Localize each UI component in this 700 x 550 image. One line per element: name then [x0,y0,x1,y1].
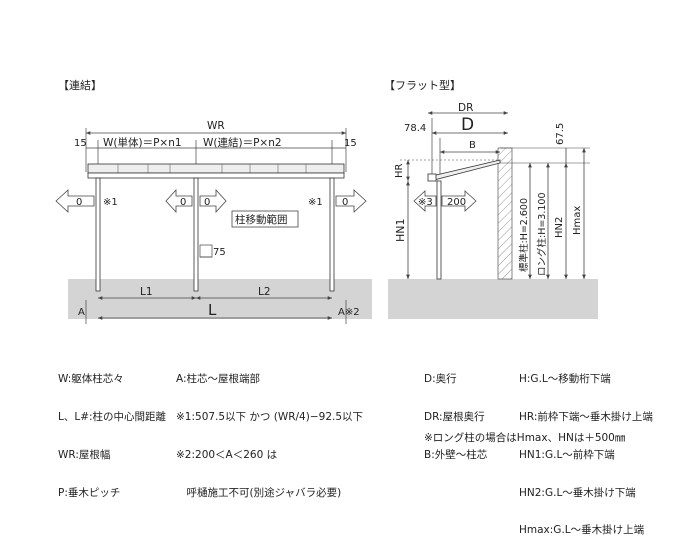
legend-item: H:G.L～移動桁下端 [519,373,611,386]
note-1-right: ※1 [308,197,323,208]
move-arrow-mid-left [165,188,193,214]
move-range-label: 柱移動範囲 [235,213,288,226]
arrow-mid-right-value: 0 [204,197,210,208]
dr-label: DR [458,102,473,114]
legend-item: ※1:507.5以下 かつ (WR/4)−92.5以下 [176,410,364,423]
flat-section-title: 【フラット型】 [384,78,461,92]
hn2-label: HN2 [554,217,565,238]
legend-item: 呼樋施工不可(別途ジャバラ必要) [176,486,342,499]
front-gutter [427,173,437,182]
arrow-right-value: 0 [342,197,348,208]
hn1-label: HN1 [394,219,407,243]
linked-front-view: 【連結】 WR 15 15 W(単体)＝P×n1 W(連結)＝P×n2 [55,78,372,324]
long-post-label: ロング柱:H=3.100 [536,192,548,276]
legend-item: WR:屋根幅 [58,448,111,461]
flat-side-view: 【フラット型】 DR D 78.4 B HR HN1 ※3 200 [384,78,598,319]
move-arrow-left [55,189,95,213]
note-3-label: ※3 [418,197,433,208]
dim-675-label: 67.5 [555,123,566,145]
dim-75-label: 75 [213,247,226,258]
w-linked-label: W(連結)＝P×n2 [203,136,282,149]
post-mid [193,177,199,292]
linked-section-title: 【連結】 [58,78,102,92]
edge-right-label: 15 [344,138,357,149]
legend-item: A:柱芯～屋根端部 [176,373,261,386]
move-arrow-flat [413,190,477,212]
legend-item: HR:前枠下端～垂木掛け上端 [519,410,653,423]
edge-left-label: 15 [74,138,87,149]
post-left [95,177,101,292]
roof-diagram-canvas: 【連結】 WR 15 15 W(単体)＝P×n1 W(連結)＝P×n2 [55,78,598,324]
legend-col-2: A:柱芯～屋根端部 ※1:507.5以下 かつ (WR/4)−92.5以下 ※2… [176,348,363,512]
b-label: B [469,140,476,151]
front-beam [87,172,345,179]
legend-item: D:奥行 [424,373,457,386]
ground-slab-linked [68,279,372,319]
legend-item: HN1:G.L～前枠下端 [519,448,615,461]
legend-item: ※2:200＜A＜260 は [176,448,278,461]
post-right [329,177,335,292]
a-left-label: A [78,307,85,318]
legend-footnote: ※ロング柱の場合はHmax、HNは＋500㎜ [424,432,626,444]
legend-item: L、L#:柱の中心間距離 [58,410,167,423]
ground-slab-flat [388,279,598,319]
house-wall [497,147,513,280]
hr-label: HR [394,163,405,178]
roof-panel [87,163,345,174]
arrow-mid-left-value: 0 [180,197,186,208]
std-post-label: 標準柱:H=2.600 [518,198,530,272]
d-offset-label: 78.4 [404,123,426,134]
w-single-label: W(単体)＝P×n1 [103,136,182,149]
legend-item: W:躯体柱芯々 [58,373,124,386]
dim-200-label: 200 [447,197,466,208]
move-range-box [231,210,299,228]
legend-col-4: H:G.L～移動桁下端 HR:前枠下端～垂木掛け上端 HN1:G.L～前枠下端 … [519,348,653,550]
roof-slope [431,159,501,181]
arrow-left-value: 0 [76,197,82,208]
l-label: L [208,301,217,319]
move-arrow-right [335,189,367,213]
l2-label: L2 [258,286,271,298]
hmax-label: Hmax [572,206,583,235]
a-right-label: A※2 [338,307,360,318]
legend-col-1: W:躯体柱芯々 L、L#:柱の中心間距離 WR:屋根幅 P:垂木ピッチ [58,348,166,512]
legend-item: Hmax:G.L～垂木掛け上端 [519,524,645,537]
legend-item: B:外壁～柱芯 [424,448,488,461]
legend-col-3: D:奥行 DR:屋根奥行 B:外壁～柱芯 [424,348,487,474]
wr-label: WR [207,120,225,132]
flat-post [436,180,442,280]
d-label: D [461,115,474,135]
legend-item: P:垂木ピッチ [58,486,121,499]
rafter-marks [117,164,307,173]
move-arrow-mid-right [199,188,227,214]
l1-label: L1 [140,286,153,298]
legend-item: HN2:G.L～垂木掛け下端 [519,486,636,499]
dim-75-box [199,244,213,258]
note-1-left: ※1 [103,197,118,208]
legend-item: DR:屋根奥行 [424,410,485,423]
